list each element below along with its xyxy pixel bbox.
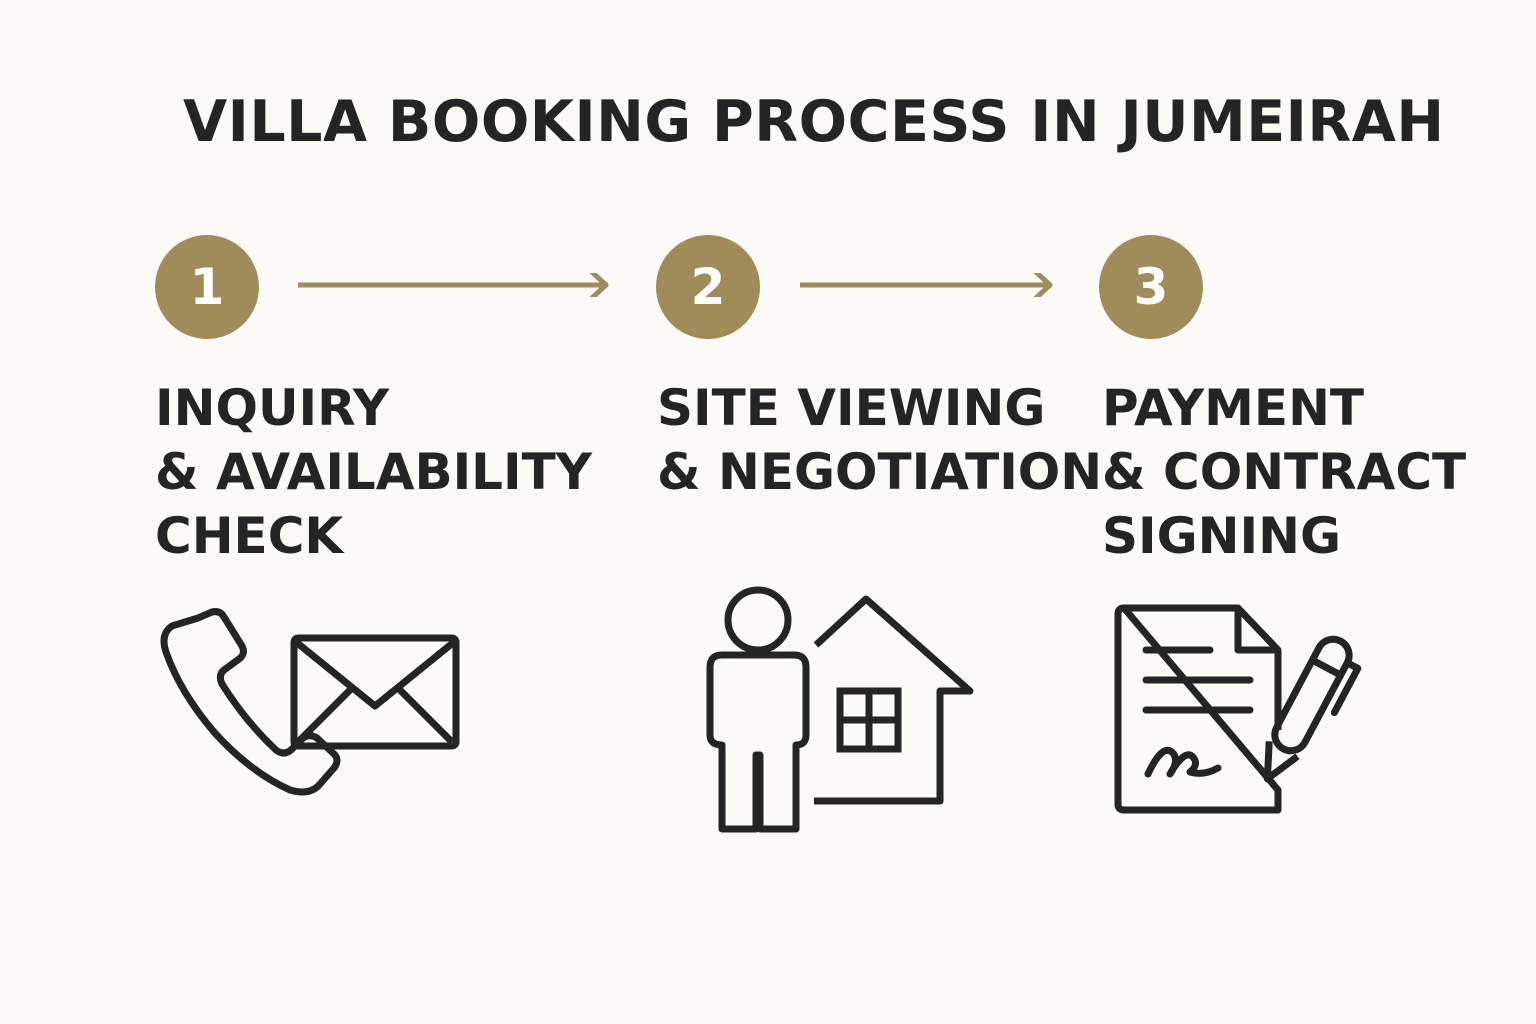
step-2-label: SITE VIEWING & NEGOTIATION (657, 376, 1102, 504)
step-2-number-badge: 2 (656, 235, 760, 339)
arrow-2-to-3 (800, 273, 1053, 297)
step-3-label-line-2: & CONTRACT (1102, 443, 1467, 501)
step-3-number-badge: 3 (1099, 235, 1203, 339)
page-title: VILLA BOOKING PROCESS IN JUMEIRAH (183, 89, 1445, 155)
step-3-label-line-3: SIGNING (1102, 507, 1341, 565)
step-3-label: PAYMENT & CONTRACT SIGNING (1102, 376, 1466, 568)
step-1-label-line-1: INQUIRY (155, 379, 390, 437)
step-1-label: INQUIRY & AVAILABILITY CHECK (155, 376, 592, 568)
contract-document-icon (1114, 604, 1284, 818)
house-icon (810, 595, 980, 805)
pen-icon (1254, 628, 1362, 792)
step-3-label-line-1: PAYMENT (1102, 379, 1365, 437)
person-icon (700, 585, 816, 835)
step-2-label-line-1: SITE VIEWING (657, 379, 1046, 437)
step-1-label-line-2: & AVAILABILITY (155, 443, 592, 501)
step-2-label-line-2: & NEGOTIATION (657, 443, 1103, 501)
phone-icon (150, 600, 350, 820)
step-1-number-badge: 1 (155, 235, 259, 339)
step-1-label-line-3: CHECK (155, 507, 344, 565)
envelope-icon (290, 634, 460, 750)
arrow-1-to-2 (298, 273, 609, 297)
